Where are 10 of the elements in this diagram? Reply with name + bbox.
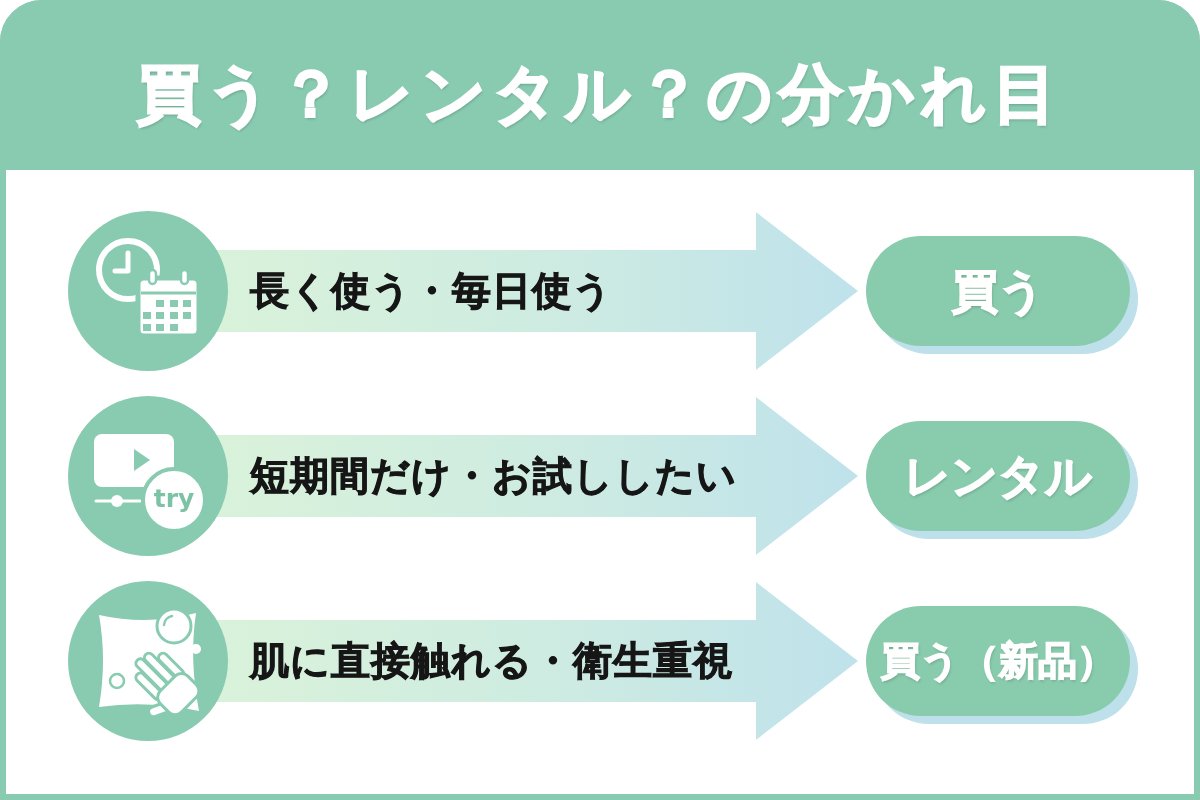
edge-label: 肌に直接触れる・衛生重視 (249, 638, 733, 684)
arrow (216, 397, 858, 555)
title: 買う？レンタル？の分かれ目 (137, 58, 1063, 130)
result-pill: 買う (866, 236, 1138, 354)
arrow (216, 212, 858, 370)
edge-label: 短期間だけ・お試ししたい (249, 453, 737, 499)
result-pill: 買う（新品） (866, 606, 1138, 724)
result-pill: レンタル (866, 421, 1138, 539)
edge-label: 長く使う・毎日使う (249, 268, 613, 314)
arrow (216, 582, 858, 740)
